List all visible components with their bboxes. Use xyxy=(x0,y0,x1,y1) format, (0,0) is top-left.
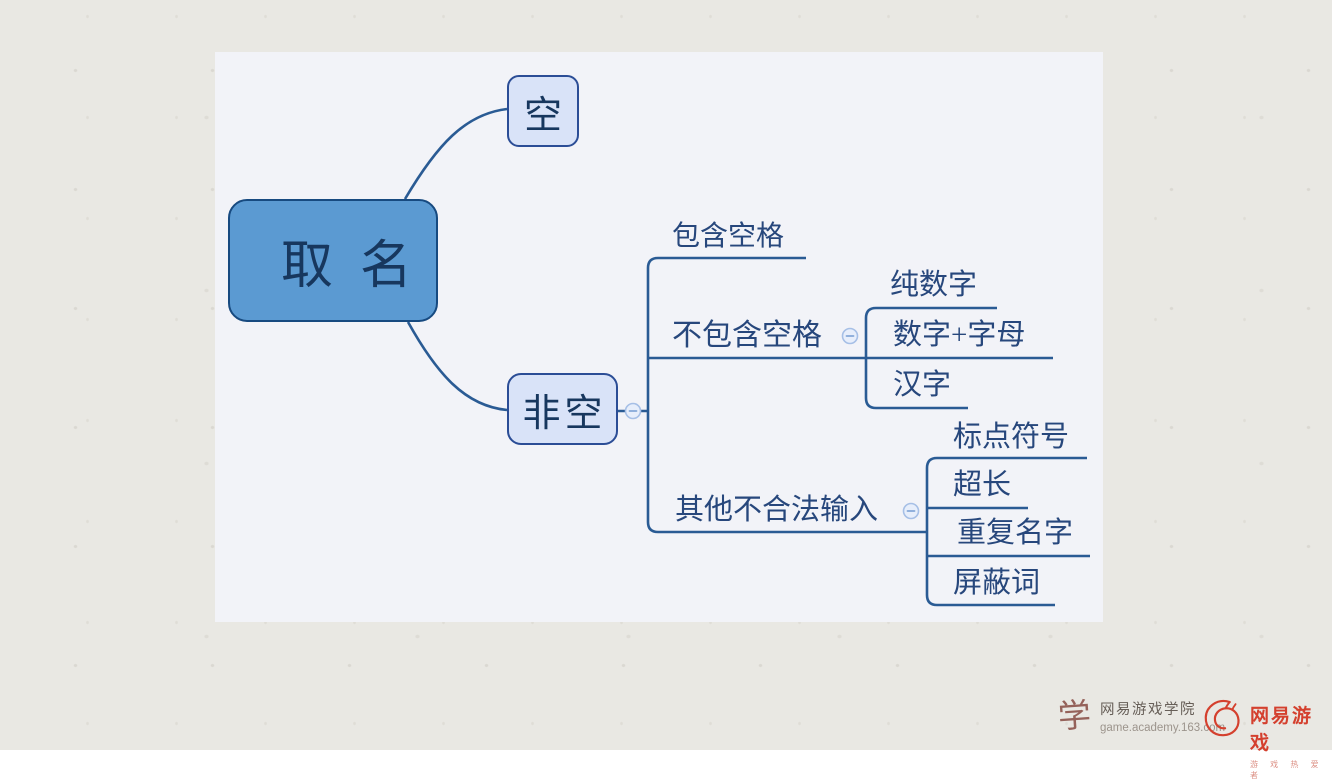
netease-name: 网易游戏 xyxy=(1249,706,1313,754)
topic-empty[interactable]: 空 xyxy=(507,75,579,147)
bracket-other-invalid-children xyxy=(925,456,1087,607)
topic-nonempty[interactable]: 非空 xyxy=(507,373,618,445)
topic-too-long[interactable]: 超长 xyxy=(953,469,1012,501)
academy-url: game.academy.163.com xyxy=(1100,722,1226,734)
collapse-button-nonempty[interactable] xyxy=(624,402,642,420)
topic-no-space[interactable]: 不包含空格 xyxy=(672,319,822,352)
collapse-button-no-space[interactable] xyxy=(841,327,859,345)
branch-line-root-empty xyxy=(403,107,508,200)
root-topic-label: 取名 xyxy=(280,238,439,295)
mindmap-canvas: 取名 空 非空 包含空格 不包含空格 纯数字 数字+字母 汉字 其他不合法输入 … xyxy=(215,52,1103,622)
topic-empty-label: 空 xyxy=(523,94,562,137)
netease-slogan: 游 戏 热 爱 者 xyxy=(1249,760,1324,780)
topic-hanzi[interactable]: 汉字 xyxy=(893,369,952,401)
collapse-button-other-invalid[interactable] xyxy=(902,502,920,520)
bracket-nonempty-children xyxy=(646,256,927,534)
netease-swirl-icon xyxy=(1204,699,1240,737)
academy-name: 网易游戏学院 xyxy=(1100,702,1196,718)
topic-blocked-words[interactable]: 屏蔽词 xyxy=(953,567,1041,599)
topic-duplicate-name[interactable]: 重复名字 xyxy=(957,517,1074,549)
netease-games-logo: 网易游戏 游 戏 热 爱 者 xyxy=(1202,694,1332,781)
branch-line-root-nonempty xyxy=(406,321,508,412)
netease-academy-logo: 学 网易游戏学院 game.academy.163.com xyxy=(1056,697,1226,737)
topic-with-space[interactable]: 包含空格 xyxy=(672,221,785,252)
topic-other-invalid[interactable]: 其他不合法输入 xyxy=(675,494,879,526)
academy-seal-icon: 学 xyxy=(1056,697,1093,737)
topic-nonempty-label: 非空 xyxy=(522,392,607,435)
mindmap-connections xyxy=(403,107,1090,607)
root-topic-naming[interactable]: 取名 xyxy=(228,199,438,322)
topic-pure-digits[interactable]: 纯数字 xyxy=(890,269,978,301)
topic-digits-letters[interactable]: 数字+字母 xyxy=(893,319,1026,351)
bracket-no-space-children xyxy=(864,306,997,410)
topic-punctuation[interactable]: 标点符号 xyxy=(953,421,1070,453)
